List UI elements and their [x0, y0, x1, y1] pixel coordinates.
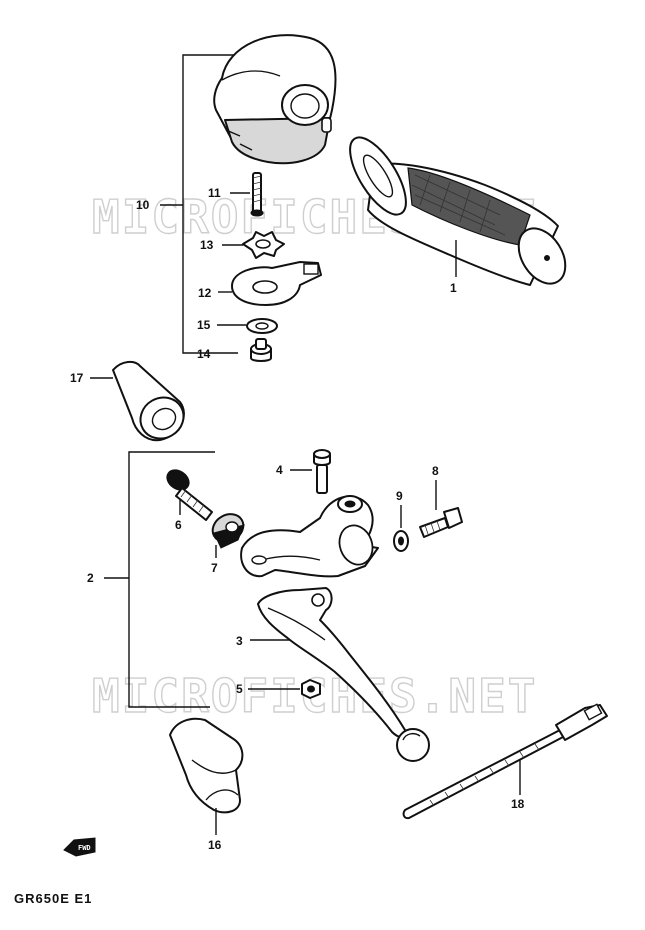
- callout-15: 15: [197, 318, 211, 332]
- callout-8: 8: [432, 464, 439, 478]
- callout-17: 17: [70, 371, 84, 385]
- callout-10: 10: [136, 198, 150, 212]
- callout-7: 7: [211, 561, 218, 575]
- callout-14: 14: [197, 347, 211, 361]
- callout-3: 3: [236, 634, 243, 648]
- model-code: GR650E E1: [14, 891, 92, 906]
- pivot-bolt-4[interactable]: [313, 449, 331, 494]
- cable-tie-18[interactable]: [402, 703, 608, 820]
- callout-11: 11: [208, 186, 221, 200]
- callout-5: 5: [236, 682, 243, 696]
- callout-2: 2: [87, 571, 94, 585]
- callout-6: 6: [175, 518, 182, 532]
- lever-3[interactable]: [257, 587, 430, 762]
- screw-6[interactable]: [163, 466, 213, 521]
- nut-14[interactable]: [250, 338, 272, 362]
- callout-13: 13: [200, 238, 214, 252]
- callout-16: 16: [208, 838, 222, 852]
- switch-housing[interactable]: [213, 34, 337, 165]
- lever-bracket[interactable]: [240, 495, 379, 578]
- lever-cover-16[interactable]: [169, 717, 244, 814]
- bolt-8[interactable]: [419, 507, 463, 538]
- washer-15[interactable]: [246, 318, 278, 334]
- boot-17[interactable]: [112, 360, 191, 446]
- fwd-text: FWD: [78, 844, 91, 852]
- callout-1: 1: [450, 281, 457, 295]
- fwd-arrow-icon: FWD: [63, 837, 96, 857]
- switch-plate-12[interactable]: [231, 261, 322, 306]
- adjuster-7[interactable]: [208, 509, 249, 549]
- screw-11[interactable]: [250, 172, 264, 217]
- bracket-2: [104, 451, 215, 708]
- washer-9[interactable]: [393, 530, 409, 552]
- callout-12: 12: [198, 286, 212, 300]
- nut-5[interactable]: [301, 679, 321, 699]
- callout-9: 9: [396, 489, 403, 503]
- star-washer-13[interactable]: [242, 231, 285, 259]
- bracket-10: [160, 54, 238, 354]
- grip-1[interactable]: [339, 129, 574, 292]
- callout-18: 18: [511, 797, 525, 811]
- callout-4: 4: [276, 463, 283, 477]
